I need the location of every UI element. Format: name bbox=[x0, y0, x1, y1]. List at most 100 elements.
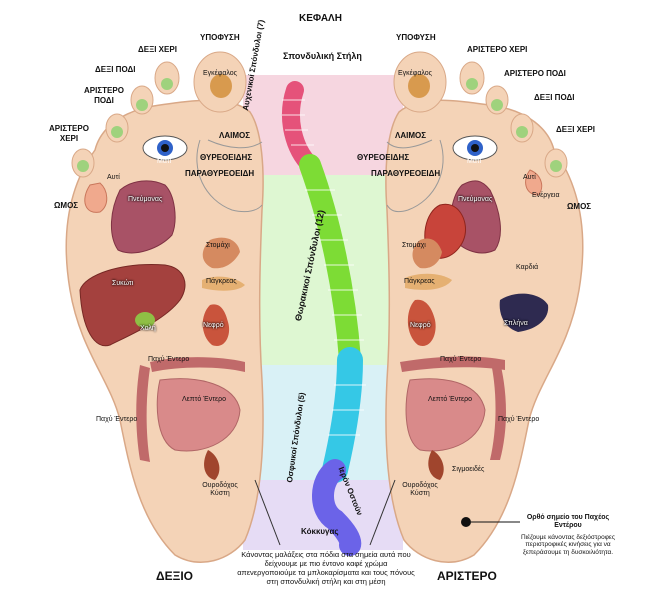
lf-brain-label: Εγκέφαλος bbox=[398, 70, 433, 77]
right-pancreas-icon bbox=[202, 276, 245, 291]
note-connector-left bbox=[254, 479, 281, 546]
left-foot bbox=[385, 51, 584, 563]
right-small-intestine bbox=[156, 378, 241, 452]
rf-parathyroid-label: ΠΑΡΑΘΥΡΕΟΕΙΔΗ bbox=[185, 169, 255, 178]
lf-heart-label: Καρδιά bbox=[516, 264, 539, 271]
rf-colon2-label: Παχύ Έντερο bbox=[96, 416, 138, 423]
right-toe-point-5 bbox=[77, 160, 89, 172]
lf-ear-label: Αυτί bbox=[523, 174, 536, 181]
colon-point-text: Πιέζουμε κάνοντας δεξιόστροφες περιστροφ… bbox=[521, 534, 615, 556]
lf-throat-label: ΛΑΙΜΟΣ bbox=[395, 131, 427, 140]
lf-shoulder-label: ΩΜΟΣ bbox=[567, 202, 592, 211]
left-stomach-icon bbox=[412, 238, 442, 269]
lf-kidney-label: Νεφρό bbox=[410, 322, 431, 329]
lf-thyroid-label: ΘΥΡΕΟΕΙΔΗΣ bbox=[357, 153, 410, 162]
rf-thyroid-label: ΘΥΡΕΟΕΙΔΗΣ bbox=[200, 153, 253, 162]
zone-band-lumbar bbox=[243, 365, 403, 480]
left-colon-transverse bbox=[400, 356, 505, 372]
lf-sigmoid-label: Σιγμοειδές bbox=[452, 466, 485, 473]
bottom-note: Κάνοντας μαλάξεις στα πόδια στα σημεία α… bbox=[237, 550, 415, 586]
lf-left-foot-label: ΑΡΙΣΤΕΡΟ ΠΟΔΙ bbox=[504, 69, 566, 78]
colon-point-title: Ορθό σημείο του Παχέος Εντέρου bbox=[526, 514, 610, 530]
right-liver-icon bbox=[79, 264, 186, 347]
rf-stomach-label: Στομάχι bbox=[206, 242, 230, 249]
rf-name-label: ΔΕΞΙΟ bbox=[156, 569, 194, 583]
left-toe-point-5 bbox=[550, 160, 562, 172]
left-toe-point-3 bbox=[491, 99, 503, 111]
rf-shoulder-label: ΩΜΟΣ bbox=[54, 201, 79, 210]
right-brain-icon bbox=[210, 74, 232, 98]
rf-small-int-label: Λεπτό Έντερο bbox=[182, 396, 226, 403]
right-toe-point-2 bbox=[161, 78, 173, 90]
vertebra-separators bbox=[282, 99, 366, 436]
left-pancreas-icon bbox=[405, 273, 452, 290]
lf-small-int-label: Λεπτό Έντερο bbox=[428, 396, 472, 403]
right-eye-pupil bbox=[161, 144, 169, 152]
lf-spleen-label: Σπλήνα bbox=[504, 320, 528, 327]
right-colon-transverse bbox=[150, 357, 245, 372]
rf-throat-label: ΛΑΙΜΟΣ bbox=[219, 131, 251, 140]
right-ear-icon bbox=[84, 182, 108, 213]
rf-right-foot-label: ΔΕΞΙ ΠΟΔΙ bbox=[95, 65, 136, 74]
rf-bladder-label: Ουροδόχος Κύστη bbox=[202, 482, 238, 498]
left-toe-point-4 bbox=[516, 126, 528, 138]
lf-stomach-label: Στομάχι bbox=[402, 242, 426, 249]
rf-brain-label: Εγκέφαλος bbox=[203, 70, 238, 77]
coccyx-label: Κόκκυγας bbox=[301, 527, 339, 536]
left-ear-icon bbox=[525, 169, 543, 196]
right-bladder-icon bbox=[204, 450, 220, 480]
rf-ear-label: Αυτί bbox=[107, 174, 120, 181]
lf-left-hand-label: ΑΡΙΣΤΕΡΟ ΧΕΡΙ bbox=[467, 45, 528, 54]
rf-left-hand-label: ΑΡΙΣΤΕΡΟ ΧΕΡΙ bbox=[49, 124, 89, 143]
left-throat-line bbox=[386, 139, 433, 149]
lf-right-hand-label: ΔΕΞΙ ΧΕΡΙ bbox=[556, 125, 595, 134]
rf-right-hand-label: ΔΕΞΙ ΧΕΡΙ bbox=[138, 45, 177, 54]
right-thyroid-curve bbox=[196, 139, 263, 213]
note-connector-right bbox=[369, 479, 396, 546]
lf-name-label: ΑΡΙΣΤΕΡΟ bbox=[437, 569, 497, 583]
rf-pancreas-label: Πάγκρεας bbox=[206, 278, 237, 285]
lf-parathyroid-label: ΠΑΡΑΘΥΡΕΟΕΙΔΗ bbox=[371, 169, 441, 178]
rf-left-foot-label: ΑΡΙΣΤΕΡΟ ΠΟΔΙ bbox=[84, 86, 124, 105]
rf-gall-label: Χολή bbox=[140, 325, 156, 332]
right-toe-point-3 bbox=[136, 99, 148, 111]
colon-point-marker bbox=[461, 517, 471, 527]
left-thyroid-curve bbox=[386, 139, 444, 213]
lf-colon1-label: Παχύ Έντερο bbox=[440, 356, 482, 363]
left-eye-pupil bbox=[471, 144, 479, 152]
spine-sacral-segment bbox=[312, 459, 362, 556]
rf-pituitary-label: ΥΠΟΦΥΣΗ bbox=[200, 33, 240, 42]
lf-right-foot-label: ΔΕΞΙ ΠΟΔΙ bbox=[534, 93, 575, 102]
right-foot bbox=[65, 51, 264, 563]
spine bbox=[281, 81, 366, 556]
lf-lungs-label: Πνεύμονας bbox=[458, 196, 493, 203]
rf-eye-label: Μάτι bbox=[157, 158, 172, 165]
zone-band-head bbox=[243, 75, 403, 175]
lf-pituitary-label: ΥΠΟΦΥΣΗ bbox=[396, 33, 436, 42]
spine-thoracic-segment bbox=[299, 154, 361, 371]
lf-eye-label: Μάτι bbox=[467, 158, 482, 165]
lf-energy-label: Ενέργεια bbox=[532, 192, 560, 199]
rf-colon1-label: Παχύ Έντερο bbox=[148, 356, 190, 363]
spine-label: Σπονδυλική Στήλη bbox=[283, 51, 362, 61]
left-kidney-icon bbox=[407, 299, 436, 346]
right-toe-point-4 bbox=[111, 126, 123, 138]
right-colon-ascending bbox=[136, 365, 150, 462]
lf-colon2-label: Παχύ Έντερο bbox=[498, 416, 540, 423]
left-spleen-icon bbox=[499, 293, 549, 332]
left-small-intestine bbox=[405, 378, 486, 452]
right-stomach-icon bbox=[202, 237, 240, 269]
lf-pancreas-label: Πάγκρεας bbox=[404, 278, 435, 285]
left-colon-descending bbox=[490, 362, 506, 460]
rf-liver-label: Συκώτι bbox=[112, 280, 134, 287]
right-kidney-icon bbox=[202, 304, 230, 346]
spine-lumbar-segment bbox=[322, 347, 363, 483]
left-toe-point-2 bbox=[466, 78, 478, 90]
right-gall-icon bbox=[135, 312, 155, 328]
right-throat-line bbox=[207, 139, 263, 149]
left-bladder-icon bbox=[428, 450, 444, 480]
left-brain-icon bbox=[408, 74, 430, 98]
right-lung-icon bbox=[110, 180, 176, 254]
